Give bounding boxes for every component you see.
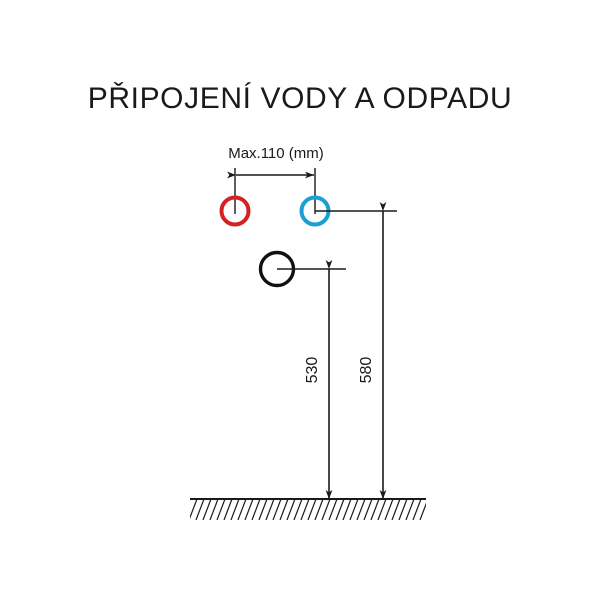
horizontal-dimension-label: Max.110 (mm) <box>228 145 324 162</box>
floor-hatching <box>190 498 426 520</box>
vertical-dimension-label-580: 580 <box>358 357 375 384</box>
vertical-dimension-label-530: 530 <box>304 357 321 384</box>
page-title: PŘIPOJENÍ VODY A ODPADU <box>88 82 512 115</box>
hot-water-inlet-icon <box>219 195 251 227</box>
